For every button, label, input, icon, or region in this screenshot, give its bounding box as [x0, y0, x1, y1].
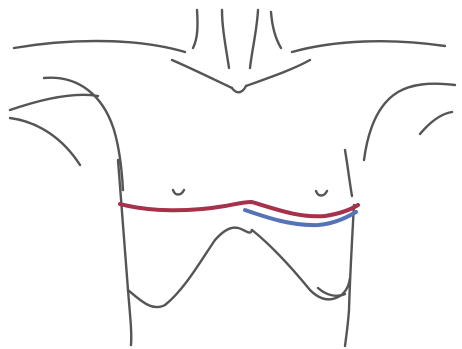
right-torso-side: [345, 205, 354, 346]
neck-left-outer: [193, 10, 198, 48]
left-lower-chest: [128, 240, 215, 307]
neck-left-inner: [222, 10, 229, 68]
left-arm-top: [10, 95, 98, 110]
left-torso-side: [118, 160, 131, 345]
center-xiphoid: [215, 228, 252, 240]
left-arm-lower: [10, 118, 80, 165]
right-side-inner: [345, 150, 352, 196]
left-shoulder-line: [14, 41, 185, 52]
left-clavicle: [172, 60, 232, 88]
right-fold: [318, 288, 345, 296]
neck-right-outer: [271, 12, 281, 48]
right-shoulder-line: [292, 41, 445, 52]
right-nipple: [316, 191, 327, 196]
left-nipple: [173, 190, 184, 195]
red-curve: [120, 202, 358, 216]
right-clavicle: [246, 60, 310, 86]
right-arm-back: [420, 112, 452, 134]
right-lower-chest: [252, 230, 350, 299]
right-arm-top: [364, 84, 455, 160]
neck-right-inner: [250, 10, 258, 68]
sternal-notch: [232, 86, 246, 92]
